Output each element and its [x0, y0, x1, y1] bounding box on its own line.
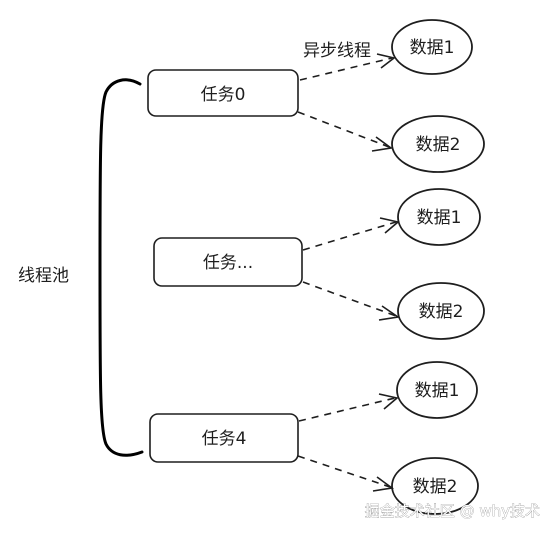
- watermark: 掘金技术社区 @ why技术: [365, 502, 540, 520]
- thread-pool-bracket: [98, 78, 144, 457]
- arrow-task1-data1: [302, 217, 400, 251]
- data-node-4: 数据1: [396, 361, 478, 419]
- data-label-3: 数据2: [419, 302, 464, 322]
- task-label-0: 任务0: [201, 85, 246, 105]
- arrow-task1-data2: [302, 281, 401, 321]
- arrow-task4-data1: [298, 393, 399, 422]
- data-node-3: 数据2: [397, 282, 485, 340]
- task-node-2: 任务4: [149, 413, 299, 463]
- data-label-1: 数据2: [416, 135, 461, 155]
- task-node-0: 任务0: [147, 69, 299, 117]
- data-label-4: 数据1: [415, 381, 460, 401]
- data-node-1: 数据2: [391, 115, 485, 173]
- async-thread-label: 异步线程: [303, 41, 371, 61]
- task-label-2: 任务4: [202, 429, 247, 449]
- data-node-5: 数据2: [391, 457, 479, 515]
- thread-pool-label: 线程池: [18, 266, 69, 286]
- task-label-1: 任务...: [203, 253, 253, 273]
- data-node-2: 数据1: [397, 188, 481, 246]
- data-label-2: 数据1: [417, 208, 462, 228]
- arrow-task4-data2: [297, 455, 395, 492]
- arrow-task0-data1: [299, 53, 396, 81]
- data-label-5: 数据2: [413, 477, 458, 497]
- task-node-1: 任务...: [153, 237, 303, 287]
- arrow-task0-data2: [297, 111, 394, 152]
- data-node-0: 数据1: [391, 19, 473, 75]
- data-label-0: 数据1: [410, 38, 455, 58]
